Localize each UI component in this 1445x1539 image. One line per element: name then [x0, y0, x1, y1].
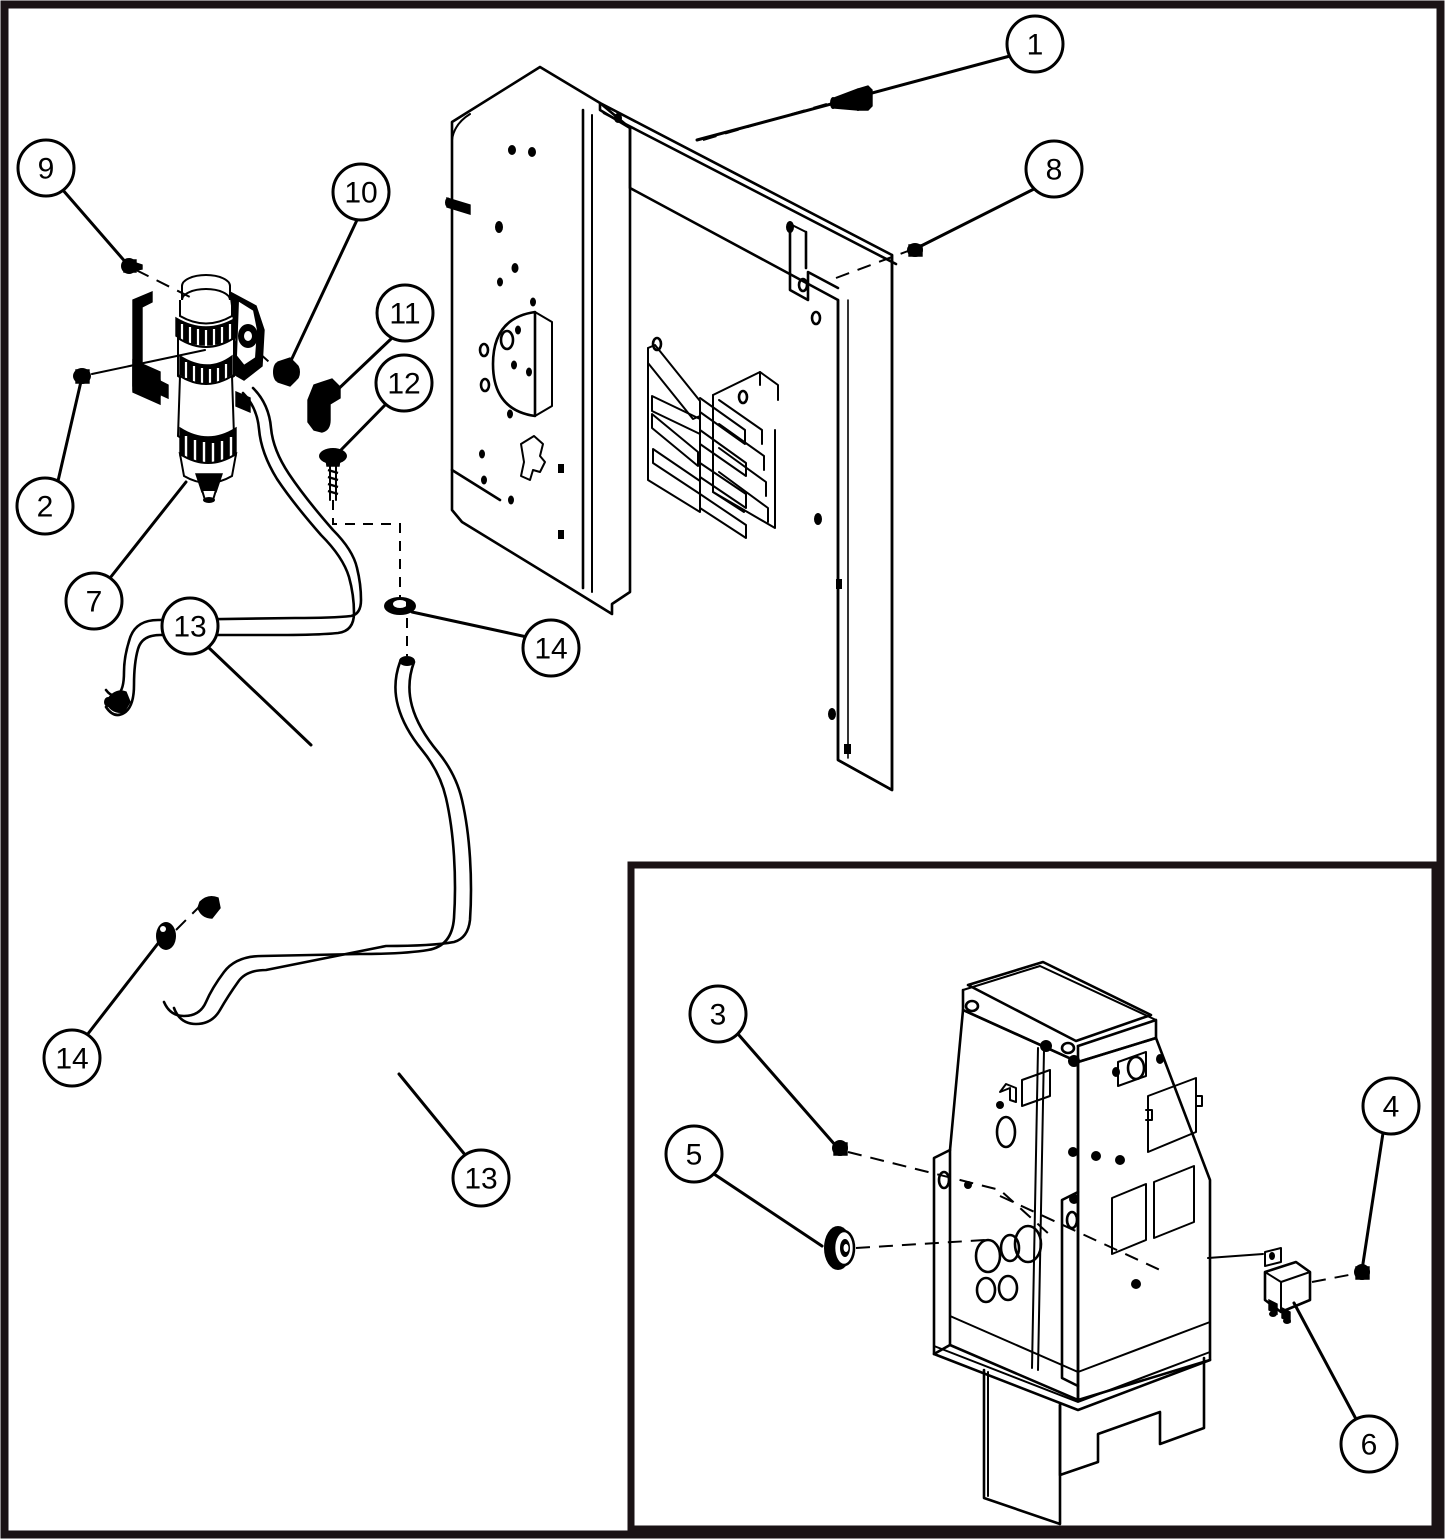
callout-2-filter-bracket-nut[interactable]: 2 — [15, 375, 84, 536]
callout-leader-line — [410, 610, 529, 639]
callout-bubble[interactable] — [664, 1124, 724, 1184]
callout-bubble[interactable] — [64, 571, 124, 631]
callout-leader-line — [337, 401, 389, 454]
callout-bubble[interactable] — [451, 1148, 511, 1208]
callout-11-elbow-fitting[interactable]: 11 — [330, 283, 435, 397]
mounting-bolt-upper — [830, 85, 873, 111]
callout-bubble[interactable] — [15, 476, 75, 536]
bolt-9-axis — [135, 269, 197, 301]
callout-number-label: 14 — [534, 633, 567, 666]
callout-leader-line — [286, 218, 359, 369]
callout-number-label: 8 — [1046, 154, 1063, 187]
relay-module — [1263, 1247, 1312, 1324]
callout-leader-line — [1292, 1301, 1358, 1421]
callout-number-label: 1 — [1027, 29, 1044, 62]
fuel-hose-upper — [104, 386, 363, 717]
callout-number-label: 4 — [1383, 1091, 1400, 1124]
callout-number-label: 14 — [55, 1043, 88, 1076]
callout-bubble[interactable] — [160, 596, 220, 656]
callout-6-relay-module[interactable]: 6 — [1292, 1301, 1399, 1474]
callout-leader-line — [712, 1172, 824, 1248]
inset-axis-lower — [999, 1195, 1161, 1271]
callout-number-label: 10 — [344, 177, 377, 210]
callout-12-banjo-bolt[interactable]: 12 — [337, 353, 434, 454]
callout-bubble[interactable] — [42, 1028, 102, 1088]
callout-number-label: 13 — [464, 1163, 497, 1196]
cabinet-grommet — [824, 1226, 856, 1270]
banjo-bolt-axis — [332, 500, 401, 600]
callout-bubble[interactable] — [331, 162, 391, 222]
callout-bubble[interactable] — [521, 618, 581, 678]
clamp-14b-axis — [175, 905, 201, 931]
callout-number-label: 5 — [686, 1139, 703, 1172]
bolt-4-axis — [1311, 1273, 1355, 1283]
callout-number-label: 13 — [173, 611, 206, 644]
hose-clamp-lower — [156, 922, 176, 950]
callout-14-hose-clamp-lower[interactable]: 14 — [42, 935, 165, 1088]
callout-9-filter-bracket-bolt[interactable]: 9 — [16, 138, 130, 267]
callout-bubble[interactable] — [16, 138, 76, 198]
callout-10-fitting-nipple[interactable]: 10 — [286, 162, 391, 369]
callout-leader-line — [108, 480, 188, 580]
sheet-metal-panel-assembly — [445, 65, 898, 792]
callout-bubble[interactable] — [375, 283, 435, 343]
callout-leader-line — [205, 644, 313, 747]
callout-bubble[interactable] — [688, 984, 748, 1044]
callout-8-panel-bolt-right[interactable]: 8 — [915, 139, 1084, 250]
callout-bubble[interactable] — [1339, 1414, 1399, 1474]
callout-bubble[interactable] — [374, 353, 434, 413]
relay-leader-tie — [1207, 1253, 1264, 1259]
callout-leader-line — [85, 935, 165, 1037]
callout-4-relay-bolt[interactable]: 4 — [1360, 1076, 1421, 1272]
callout-13-fuel-hose-lower[interactable]: 13 — [397, 1072, 511, 1208]
callout-leader-line — [736, 1032, 838, 1148]
fuel-filter-assembly — [132, 274, 265, 503]
callout-number-label: 12 — [387, 368, 420, 401]
fitting-10-axis — [257, 351, 279, 371]
callout-leader-line — [330, 336, 394, 397]
callout-bubble[interactable] — [1005, 14, 1065, 74]
callout-1-mounting-bolt-upper[interactable]: 1 — [695, 14, 1065, 142]
callout-bubble[interactable] — [1361, 1076, 1421, 1136]
bolt-8-axis — [835, 250, 909, 279]
callout-leader-line — [60, 187, 130, 267]
callout-bubble[interactable] — [1024, 139, 1084, 199]
callout-leader-line — [1360, 1131, 1385, 1272]
callout-number-label: 3 — [710, 999, 727, 1032]
detail-inset-panel — [627, 861, 1439, 1533]
callout-number-label: 7 — [86, 586, 103, 619]
callout-3-cabinet-screw-left[interactable]: 3 — [688, 984, 838, 1148]
callout-leader-line — [695, 54, 1012, 142]
callout-13-fuel-hose-upper[interactable]: 13 — [160, 596, 313, 747]
callout-14-hose-clamp-upper[interactable]: 14 — [410, 610, 581, 678]
nut-2-axis — [91, 349, 206, 375]
callout-number-label: 11 — [389, 298, 420, 331]
callout-number-label: 2 — [37, 491, 54, 524]
callout-5-cabinet-grommet[interactable]: 5 — [664, 1124, 824, 1248]
callout-number-label: 9 — [38, 153, 55, 186]
callout-7-fuel-filter-assembly[interactable]: 7 — [64, 480, 188, 631]
callout-number-label: 6 — [1361, 1429, 1378, 1462]
louvre-vent-group-left — [647, 344, 747, 539]
callout-leader-line — [915, 187, 1036, 250]
fuel-hose-lower — [162, 656, 473, 1026]
enclosure-cabinet — [932, 960, 1212, 1526]
relay-bolt — [1354, 1264, 1370, 1280]
panel-hole-set — [478, 113, 851, 754]
callout-leader-line — [397, 1072, 468, 1158]
callout-leader-line — [56, 375, 84, 483]
screw-3-axis — [847, 1151, 1051, 1236]
louvre-vent-group-right — [712, 371, 779, 529]
